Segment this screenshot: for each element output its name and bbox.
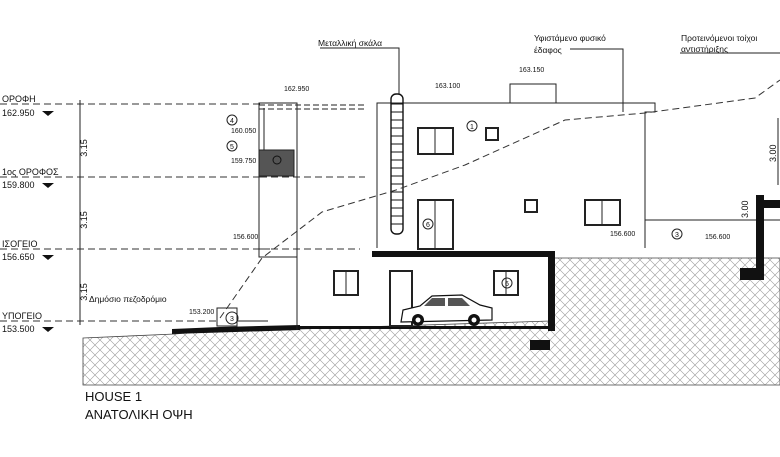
drawing-title: HOUSE 1 [85, 389, 142, 404]
retaining-wall-cap [764, 200, 780, 208]
spot-terrace: 156.600 [610, 231, 635, 238]
label-ladder: Μεταλλική σκάλα [318, 38, 382, 48]
natural-ground-line [219, 79, 780, 319]
level-name-first: 1ος ΟΡΟΦΟΣ [2, 167, 59, 177]
label-natural-ground-2: έδαφος [534, 45, 562, 55]
level-labels: ΟΡΟΦΗ 162.950 1ος ΟΡΟΦΟΣ 159.800 ΙΣΟΓΕΙΟ… [2, 94, 59, 334]
level-elev-first: 159.800 [2, 180, 35, 190]
svg-text:3.15: 3.15 [79, 211, 89, 229]
level-name-roof: ΟΡΟΦΗ [2, 94, 36, 104]
svg-text:3.15: 3.15 [79, 283, 89, 301]
svg-text:3.15: 3.15 [79, 139, 89, 157]
level-name-basement: ΥΠΟΓΕΙΟ [2, 311, 42, 321]
level-elev-roof: 162.950 [2, 108, 35, 118]
retaining-wall [756, 195, 764, 280]
footing [530, 340, 550, 350]
left-wing [216, 102, 298, 330]
main-building [259, 83, 780, 327]
spot-left-ground: 156.600 [233, 234, 258, 241]
spot-tank-bottom: 159.750 [231, 158, 256, 165]
markers: 1 3 3 4 5 6 6 [225, 114, 683, 325]
svg-text:6: 6 [505, 281, 509, 288]
level-elev-ground: 156.650 [2, 252, 35, 262]
spot-roof: 163.100 [435, 83, 460, 90]
ground-slab [372, 251, 555, 257]
wall-height-2: 3.00 [768, 144, 778, 162]
drawing-subtitle: ΑΝΑΤΟΛΙΚΗ ΟΨΗ [85, 407, 193, 422]
basement-wall-right [548, 251, 555, 331]
svg-text:3: 3 [675, 232, 679, 239]
svg-text:1: 1 [470, 124, 474, 131]
spot-tank-top: 160.050 [231, 128, 256, 135]
svg-text:4: 4 [230, 118, 234, 125]
level-elev-basement: 153.500 [2, 324, 35, 334]
ramp-surface [300, 326, 550, 329]
label-retaining-1: Προτεινόμενοι τοίχοι [681, 33, 757, 43]
retaining-footing [740, 268, 764, 280]
spot-sidewalk: 153.200 [189, 309, 214, 316]
spot-roof-box: 163.150 [519, 67, 544, 74]
svg-text:6: 6 [426, 222, 430, 229]
metal-ladder [320, 47, 404, 235]
level-name-ground: ΙΣΟΓΕΙΟ [2, 239, 38, 249]
label-sidewalk: Δημόσιο πεζοδρόμιο [89, 294, 167, 304]
svg-text:5: 5 [230, 144, 234, 151]
label-retaining-2: αντιστήριξης [681, 44, 728, 54]
spot-yard: 156.600 [705, 234, 730, 241]
height-dimension: 3.15 3.15 3.15 [79, 100, 89, 325]
label-natural-ground-1: Υφιστάμενο φυσικό [534, 33, 606, 43]
wall-height-1: 3.00 [740, 200, 750, 218]
car-icon [400, 294, 493, 326]
sidewalk-slab [172, 325, 300, 334]
svg-text:3: 3 [230, 316, 234, 323]
level-lines [0, 103, 365, 322]
spot-parapet: 162.950 [284, 86, 309, 93]
